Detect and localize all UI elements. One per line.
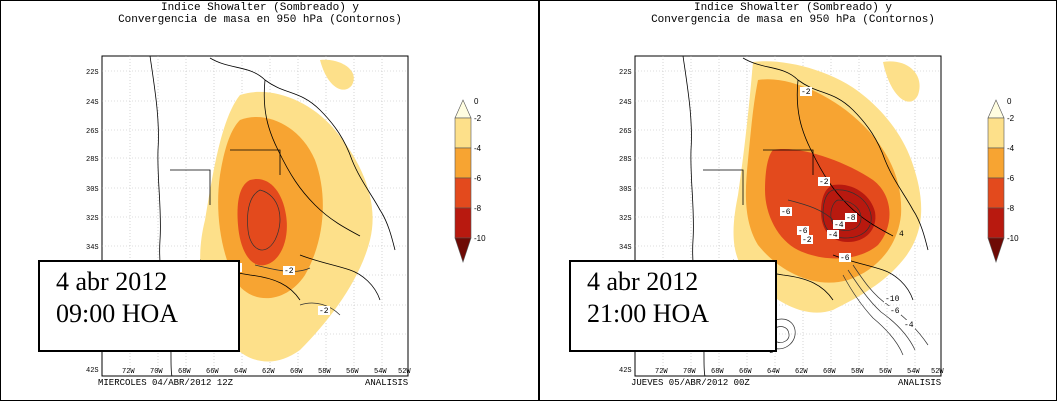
map-title: Indice Showalter (Sombreado) y Convergen… <box>55 2 465 26</box>
title-line-2: Convergencia de masa en 950 hPa (Contorn… <box>118 14 402 26</box>
svg-text:54W: 54W <box>907 368 920 376</box>
svg-text:64W: 64W <box>234 368 247 376</box>
svg-text:52W: 52W <box>931 368 944 376</box>
svg-text:30S: 30S <box>86 186 99 194</box>
svg-text:22S: 22S <box>619 69 632 77</box>
legend-labels: 0 -2 -4 -6 -8 -10 <box>474 97 486 243</box>
svg-text:70W: 70W <box>683 368 696 376</box>
svg-text:-2: -2 <box>474 114 482 123</box>
svg-text:-6: -6 <box>798 227 808 236</box>
svg-text:60W: 60W <box>823 368 836 376</box>
svg-text:22S: 22S <box>86 69 99 77</box>
longitude-labels: 72W 70W 68W 66W 64W 62W 60W 58W 56W 54W … <box>122 368 411 376</box>
svg-text:62W: 62W <box>795 368 808 376</box>
shading-minus2-north <box>883 61 920 102</box>
svg-text:56W: 56W <box>879 368 892 376</box>
map-panel-left: Indice Showalter (Sombreado) y Convergen… <box>0 0 528 401</box>
svg-text:24S: 24S <box>619 99 632 107</box>
svg-text:-2: -2 <box>802 236 812 245</box>
svg-text:24S: 24S <box>86 99 99 107</box>
svg-text:-8: -8 <box>846 214 856 223</box>
svg-text:34S: 34S <box>619 244 632 252</box>
svg-text:-8: -8 <box>1007 204 1015 213</box>
svg-text:0: 0 <box>1007 97 1012 106</box>
footer-analysis: ANALISIS <box>365 378 409 388</box>
svg-text:72W: 72W <box>655 368 668 376</box>
svg-text:-10: -10 <box>474 234 486 243</box>
svg-text:-6: -6 <box>1007 174 1015 183</box>
svg-text:70W: 70W <box>150 368 163 376</box>
svg-text:-4: -4 <box>474 144 482 153</box>
convergence-contours <box>763 189 929 356</box>
svg-text:-2: -2 <box>801 88 811 97</box>
svg-text:-4: -4 <box>904 321 914 330</box>
svg-text:-10: -10 <box>1007 234 1019 243</box>
svg-text:-2: -2 <box>819 178 829 187</box>
svg-text:-2: -2 <box>284 267 294 276</box>
panel-divider <box>538 0 540 401</box>
svg-text:42S: 42S <box>619 367 632 375</box>
svg-text:26S: 26S <box>619 128 632 136</box>
svg-text:-4: -4 <box>834 221 844 230</box>
svg-text:58W: 58W <box>851 368 864 376</box>
svg-text:-4: -4 <box>828 231 838 240</box>
svg-text:58W: 58W <box>318 368 331 376</box>
footer-date: JUEVES 05/ABR/2012 00Z <box>631 378 750 388</box>
svg-text:-6: -6 <box>840 254 850 263</box>
svg-text:4: 4 <box>899 230 904 239</box>
time-label-box: 4 abr 2012 09:00 HOA <box>38 260 240 352</box>
footer-analysis: ANALISIS <box>898 378 942 388</box>
svg-text:28S: 28S <box>619 156 632 164</box>
footer-date: MIERCOLES 04/ABR/2012 12Z <box>98 378 234 388</box>
svg-text:-2: -2 <box>319 307 329 316</box>
svg-text:64W: 64W <box>767 368 780 376</box>
color-legend <box>987 99 1005 263</box>
svg-text:52W: 52W <box>398 368 411 376</box>
svg-text:62W: 62W <box>262 368 275 376</box>
svg-text:-4: -4 <box>1007 144 1015 153</box>
svg-text:30S: 30S <box>619 186 632 194</box>
svg-text:72W: 72W <box>122 368 135 376</box>
svg-text:-8: -8 <box>474 204 482 213</box>
box-date: 4 abr 2012 <box>587 267 699 296</box>
svg-text:68W: 68W <box>178 368 191 376</box>
svg-text:66W: 66W <box>739 368 752 376</box>
svg-text:-6: -6 <box>890 307 900 316</box>
svg-text:34S: 34S <box>86 244 99 252</box>
map-panel-right: Indice Showalter (Sombreado) y Convergen… <box>533 0 1057 401</box>
svg-text:28S: 28S <box>86 156 99 164</box>
box-time: 21:00 HOA <box>587 299 710 328</box>
svg-text:66W: 66W <box>206 368 219 376</box>
svg-text:-10: -10 <box>885 295 900 304</box>
svg-text:26S: 26S <box>86 128 99 136</box>
svg-text:0: 0 <box>474 97 479 106</box>
svg-text:54W: 54W <box>374 368 387 376</box>
box-time: 09:00 HOA <box>56 299 179 328</box>
svg-text:32S: 32S <box>619 215 632 223</box>
map-title: Indice Showalter (Sombreado) y Convergen… <box>588 2 998 26</box>
svg-text:68W: 68W <box>711 368 724 376</box>
svg-text:-6: -6 <box>474 174 482 183</box>
shading-minus2-north <box>320 59 354 90</box>
time-label-box: 4 abr 2012 21:00 HOA <box>569 260 777 352</box>
svg-text:32S: 32S <box>86 215 99 223</box>
title-line-1: Indice Showalter (Sombreado) y <box>693 2 893 14</box>
svg-text:56W: 56W <box>346 368 359 376</box>
title-line-1: Indice Showalter (Sombreado) y <box>160 2 360 14</box>
svg-text:-2: -2 <box>1007 114 1015 123</box>
color-legend <box>454 99 472 263</box>
svg-text:42S: 42S <box>86 367 99 375</box>
longitude-labels: 72W 70W 68W 66W 64W 62W 60W 58W 56W 54W … <box>655 368 944 376</box>
title-line-2: Convergencia de masa en 950 hPa (Contorn… <box>651 14 935 26</box>
svg-text:60W: 60W <box>290 368 303 376</box>
svg-text:-6: -6 <box>781 208 791 217</box>
latitude-labels: 22S 24S 26S 28S 30S 32S 34S 42S <box>86 69 99 375</box>
latitude-labels: 22S 24S 26S 28S 30S 32S 34S 42S <box>619 69 632 375</box>
shading-minus6 <box>237 179 287 266</box>
box-date: 4 abr 2012 <box>56 267 168 296</box>
legend-labels: 0 -2 -4 -6 -8 -10 <box>1007 97 1019 243</box>
